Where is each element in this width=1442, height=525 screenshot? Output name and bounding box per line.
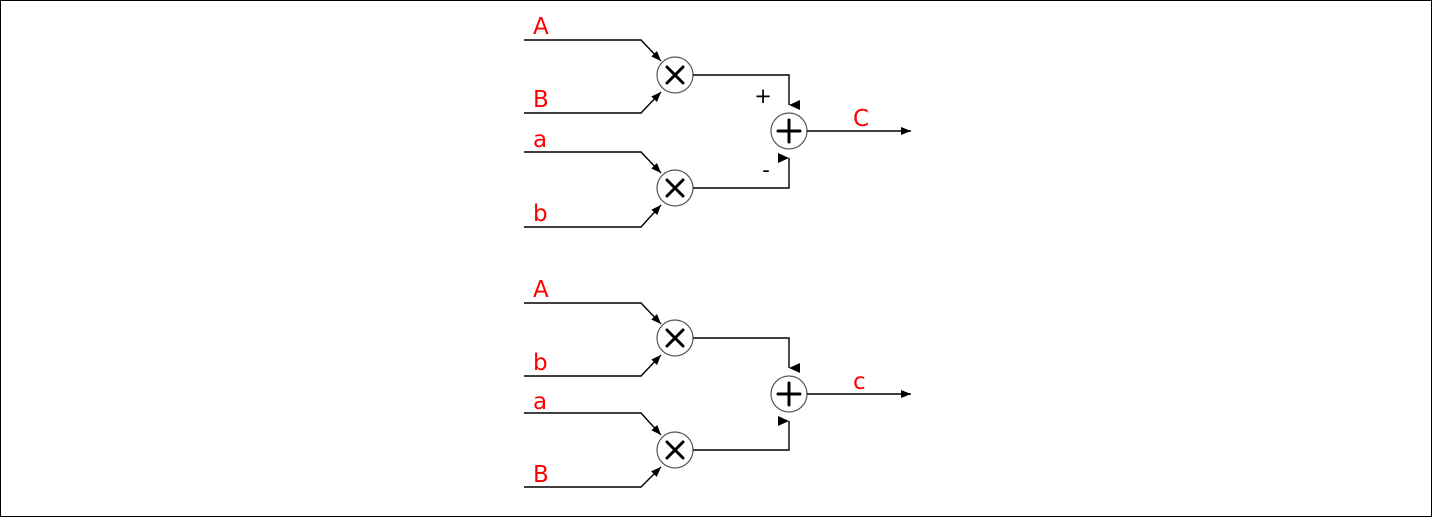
input-label-a-bot: a (533, 389, 547, 415)
input-path-b-top (524, 204, 662, 228)
wire-A-to-multiplier-bot (524, 302, 662, 325)
output-label-C: C (853, 106, 869, 132)
add-glyph (776, 381, 802, 407)
signal-flow-diagram: + - A B a b C (524, 14, 911, 488)
wire-mul2-to-adder-bot (693, 416, 790, 451)
multiply-glyph (665, 440, 685, 460)
add-glyph (776, 118, 802, 144)
multiplier-node-Ab-top[interactable] (656, 56, 694, 94)
adder-port-sign-plus: + (754, 84, 772, 108)
input-path-A-top (524, 39, 662, 62)
diagram-frame: + - A B a b C (0, 0, 1432, 517)
real-part-network: + - A B a b C (524, 14, 911, 228)
wire-mul1-to-adder-plus (693, 74, 800, 110)
input-label-b-top: b (533, 201, 548, 227)
adder-node-bot[interactable] (770, 375, 808, 413)
multiply-glyph (665, 178, 685, 198)
output-label-c: c (853, 369, 866, 395)
multiply-glyph (665, 65, 685, 85)
wire-B-to-multiplier (524, 91, 662, 114)
input-path-a-top (524, 151, 662, 174)
input-path-B-top (524, 91, 662, 114)
imaginary-part-network: A b a B c (524, 277, 911, 488)
input-label-B-top: B (533, 87, 549, 113)
wire-A-to-multiplier (524, 39, 662, 62)
adder-node-top[interactable] (770, 112, 808, 150)
input-label-a-top: a (533, 127, 547, 153)
wire-b-to-multiplier-bot (524, 354, 662, 377)
wire-a-to-multiplier-bot (524, 412, 662, 436)
wire-b-to-multiplier (524, 204, 662, 228)
multiplier-node-aB-bot[interactable] (656, 431, 694, 469)
multiplier-node-ab-top[interactable] (656, 169, 694, 207)
adder-port-sign-minus: - (762, 158, 770, 182)
input-label-b-bot: b (533, 350, 548, 376)
wire-mul1-to-adder-bot (693, 337, 800, 373)
input-label-A-top: A (533, 14, 549, 40)
wire-B-to-multiplier-bot (524, 466, 662, 488)
multiply-glyph (665, 328, 685, 348)
wire-a-to-multiplier (524, 151, 662, 174)
wire-mul2-to-adder-minus (693, 153, 790, 189)
input-label-B-bot: B (533, 462, 549, 488)
input-label-A-bot: A (533, 277, 549, 303)
multiplier-node-Ab-bot[interactable] (656, 319, 694, 357)
